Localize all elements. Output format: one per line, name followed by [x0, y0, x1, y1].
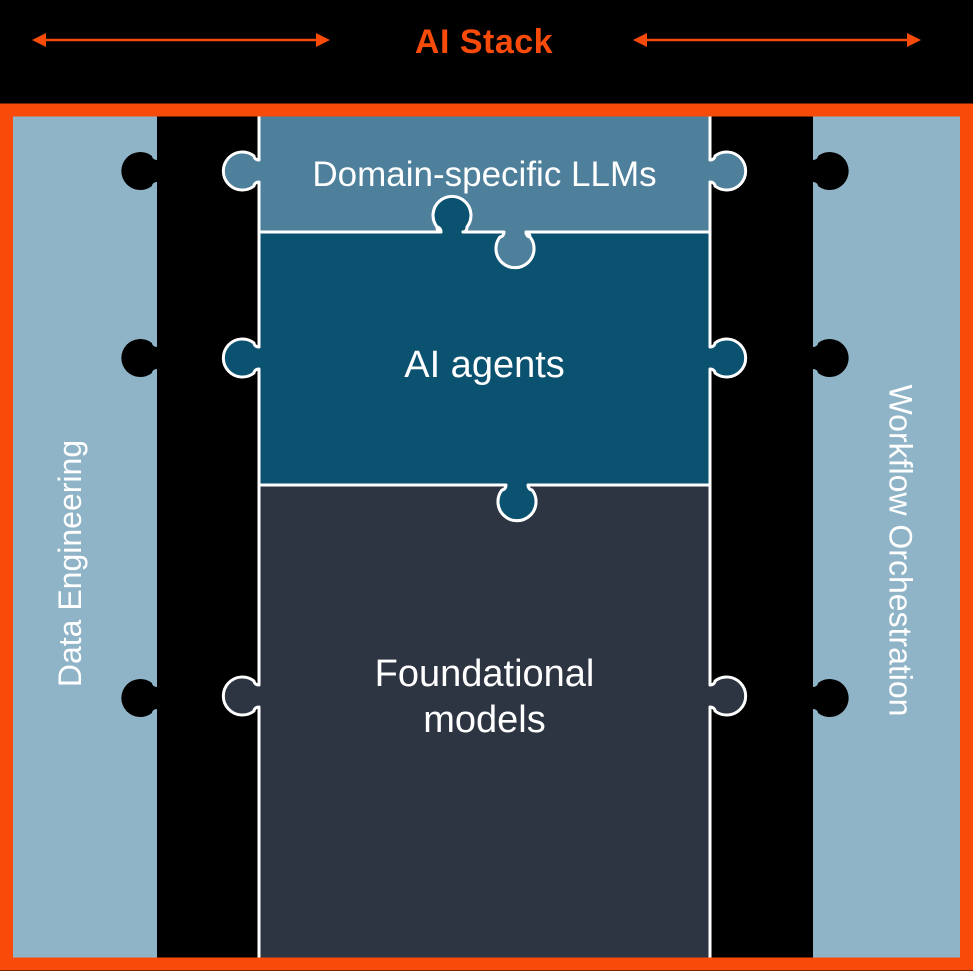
left-bar-label-text: Data Engineering — [52, 439, 89, 688]
right-bar-shape — [813, 111, 960, 964]
left-bar-socket-3 — [121, 679, 157, 718]
puzzle-piece-domain-llms — [221, 110, 748, 270]
left-bar-shape — [13, 111, 157, 964]
left-arrow-head-right — [316, 33, 330, 47]
right-bar-socket-2 — [813, 339, 849, 377]
left-double-arrow-icon — [32, 33, 330, 47]
right-bar-label: Workflow Orchestration — [816, 117, 960, 958]
frame-border — [0, 103, 973, 971]
right-arrow-head-right — [907, 33, 921, 47]
right-bar-socket-3 — [813, 679, 849, 717]
left-bar-socket-1 — [121, 151, 157, 190]
piece-label-foundational-models: Foundational models — [374, 653, 595, 741]
left-bar-socket-2 — [121, 339, 157, 377]
piece-label-ai-agents: AI agents — [404, 344, 565, 386]
piece-label-domain-llms: Domain-specific LLMs — [312, 154, 657, 194]
right-double-arrow-icon — [633, 33, 921, 47]
left-arrow-head-left — [32, 33, 46, 47]
right-bar-label-text: Workflow Orchestration — [882, 384, 919, 717]
right-bar-socket-1 — [813, 152, 849, 191]
left-bar-label: Data Engineering — [13, 117, 157, 958]
right-arrow-head-left — [633, 33, 647, 47]
diagram-title: AI Stack — [414, 22, 554, 61]
